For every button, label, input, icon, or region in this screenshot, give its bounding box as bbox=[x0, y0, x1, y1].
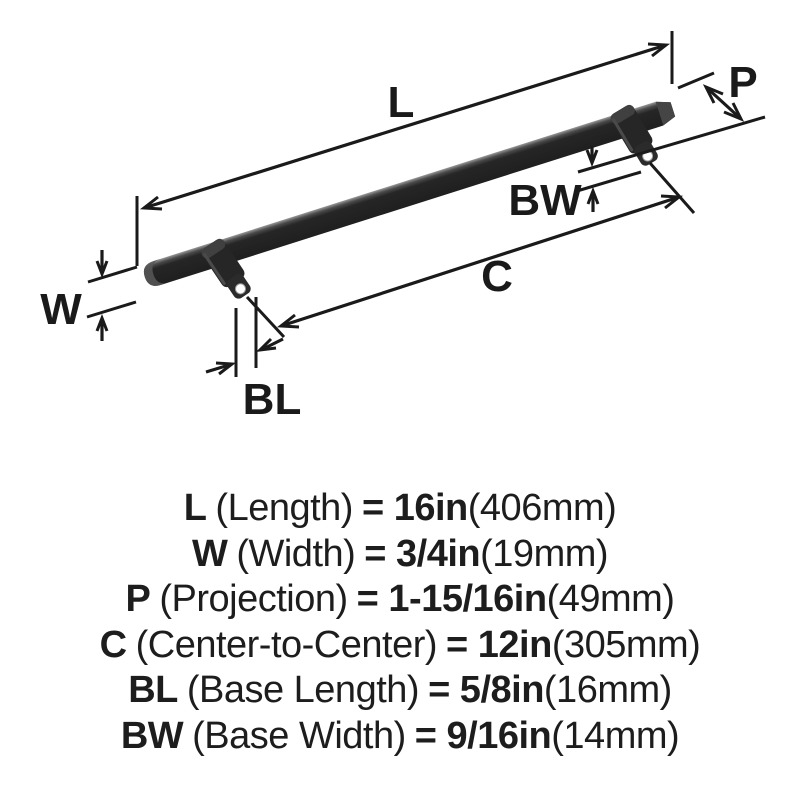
c-arrowhead-right bbox=[660, 194, 684, 210]
spec-value: = 12in bbox=[446, 623, 552, 666]
spec-metric: (14mm) bbox=[551, 714, 680, 757]
spec-line-length: L(Length)= 16in(406mm) bbox=[0, 486, 800, 532]
bl-arrowhead-right bbox=[215, 361, 237, 376]
c-extension-left bbox=[245, 295, 286, 339]
w-extension-upper bbox=[87, 265, 138, 284]
left-post bbox=[201, 238, 251, 299]
p-bw-extension-line bbox=[577, 115, 766, 174]
dimension-BL: BL bbox=[205, 297, 302, 424]
bw-arrowhead-down bbox=[585, 149, 599, 168]
spec-metric: (19mm) bbox=[480, 532, 609, 575]
spec-name: (Width) bbox=[236, 532, 356, 575]
label-P: P bbox=[728, 58, 757, 107]
spec-metric: (49mm) bbox=[546, 578, 675, 620]
dimension-P: P bbox=[577, 58, 766, 174]
handle-bar-body bbox=[143, 101, 676, 286]
spec-symbol: BL bbox=[128, 669, 178, 711]
dimension-diagram: L P W BW bbox=[40, 31, 766, 424]
spec-name: (Center-to-Center) bbox=[135, 623, 438, 666]
dimension-BW: BW bbox=[508, 146, 642, 225]
spec-line-center-to-center: C(Center-to-Center)= 12in(305mm) bbox=[0, 623, 800, 669]
w-extension-lower bbox=[86, 300, 137, 319]
spec-value: = 3/4in bbox=[364, 532, 481, 575]
handle-bar-left-cap bbox=[143, 258, 169, 286]
bl-arrowhead-left bbox=[255, 337, 277, 353]
right-post-highlight bbox=[612, 118, 634, 152]
p-arrowhead-lower bbox=[723, 102, 745, 122]
handle-bar-end-face bbox=[655, 101, 676, 126]
bw-arrowhead-up bbox=[586, 186, 600, 205]
left-post-highlight bbox=[203, 252, 226, 285]
label-BW: BW bbox=[508, 176, 582, 225]
spec-line-projection: P(Projection)= 1-15/16in(49mm) bbox=[0, 577, 800, 623]
spec-value: = 5/8in bbox=[428, 669, 544, 711]
c-dimension-line bbox=[280, 195, 680, 328]
l-arrowhead-right bbox=[647, 42, 671, 58]
spec-symbol: W bbox=[191, 532, 228, 575]
p-extension-upper bbox=[677, 71, 715, 90]
left-post-cap bbox=[201, 238, 226, 259]
left-post-screw-hole bbox=[234, 283, 246, 295]
spec-symbol: BW bbox=[120, 714, 184, 757]
bw-extension-lower bbox=[576, 170, 642, 193]
spec-value: = 9/16in bbox=[414, 714, 552, 757]
label-C: C bbox=[481, 252, 513, 301]
spec-name: (Base Length) bbox=[186, 669, 420, 711]
spec-symbol: L bbox=[183, 487, 207, 529]
w-arrowhead-down bbox=[95, 260, 109, 279]
spec-metric: (16mm) bbox=[543, 669, 672, 711]
spec-symbol: P bbox=[125, 578, 151, 620]
dimension-W: W bbox=[40, 250, 138, 341]
spec-list: L(Length)= 16in(406mm) W(Width)= 3/4in(1… bbox=[0, 486, 800, 759]
c-arrowhead-left bbox=[276, 313, 300, 329]
label-BL: BL bbox=[243, 375, 302, 424]
w-arrowhead-up bbox=[95, 313, 109, 332]
right-post-cap bbox=[610, 104, 635, 124]
spec-line-width: W(Width)= 3/4in(19mm) bbox=[0, 532, 800, 578]
spec-metric: (406mm) bbox=[467, 487, 617, 529]
l-arrowhead-left bbox=[139, 195, 163, 211]
dimension-L: L bbox=[135, 31, 674, 266]
l-dimension-line bbox=[143, 43, 667, 210]
spec-line-base-length: BL(Base Length)= 5/8in(16mm) bbox=[0, 668, 800, 714]
label-W: W bbox=[40, 285, 82, 334]
p-arrowhead-upper bbox=[702, 84, 724, 104]
bl-arrow-right-shaft bbox=[205, 363, 230, 374]
spec-name: (Base Width) bbox=[192, 714, 406, 757]
bl-arrow-left-shaft bbox=[262, 337, 284, 351]
p-dimension-line bbox=[704, 85, 743, 121]
label-L: L bbox=[388, 78, 415, 127]
spec-value: = 16in bbox=[361, 487, 468, 529]
spec-symbol: C bbox=[99, 623, 127, 666]
spec-name: (Length) bbox=[215, 487, 353, 529]
spec-name: (Projection) bbox=[159, 578, 348, 620]
spec-line-base-width: BW(Base Width)= 9/16in(14mm) bbox=[0, 714, 800, 760]
spec-value: = 1-15/16in bbox=[356, 578, 547, 620]
handle-bar bbox=[143, 101, 676, 286]
dimension-C: C bbox=[245, 162, 696, 339]
c-extension-right bbox=[648, 162, 696, 214]
spec-metric: (305mm) bbox=[551, 623, 701, 666]
